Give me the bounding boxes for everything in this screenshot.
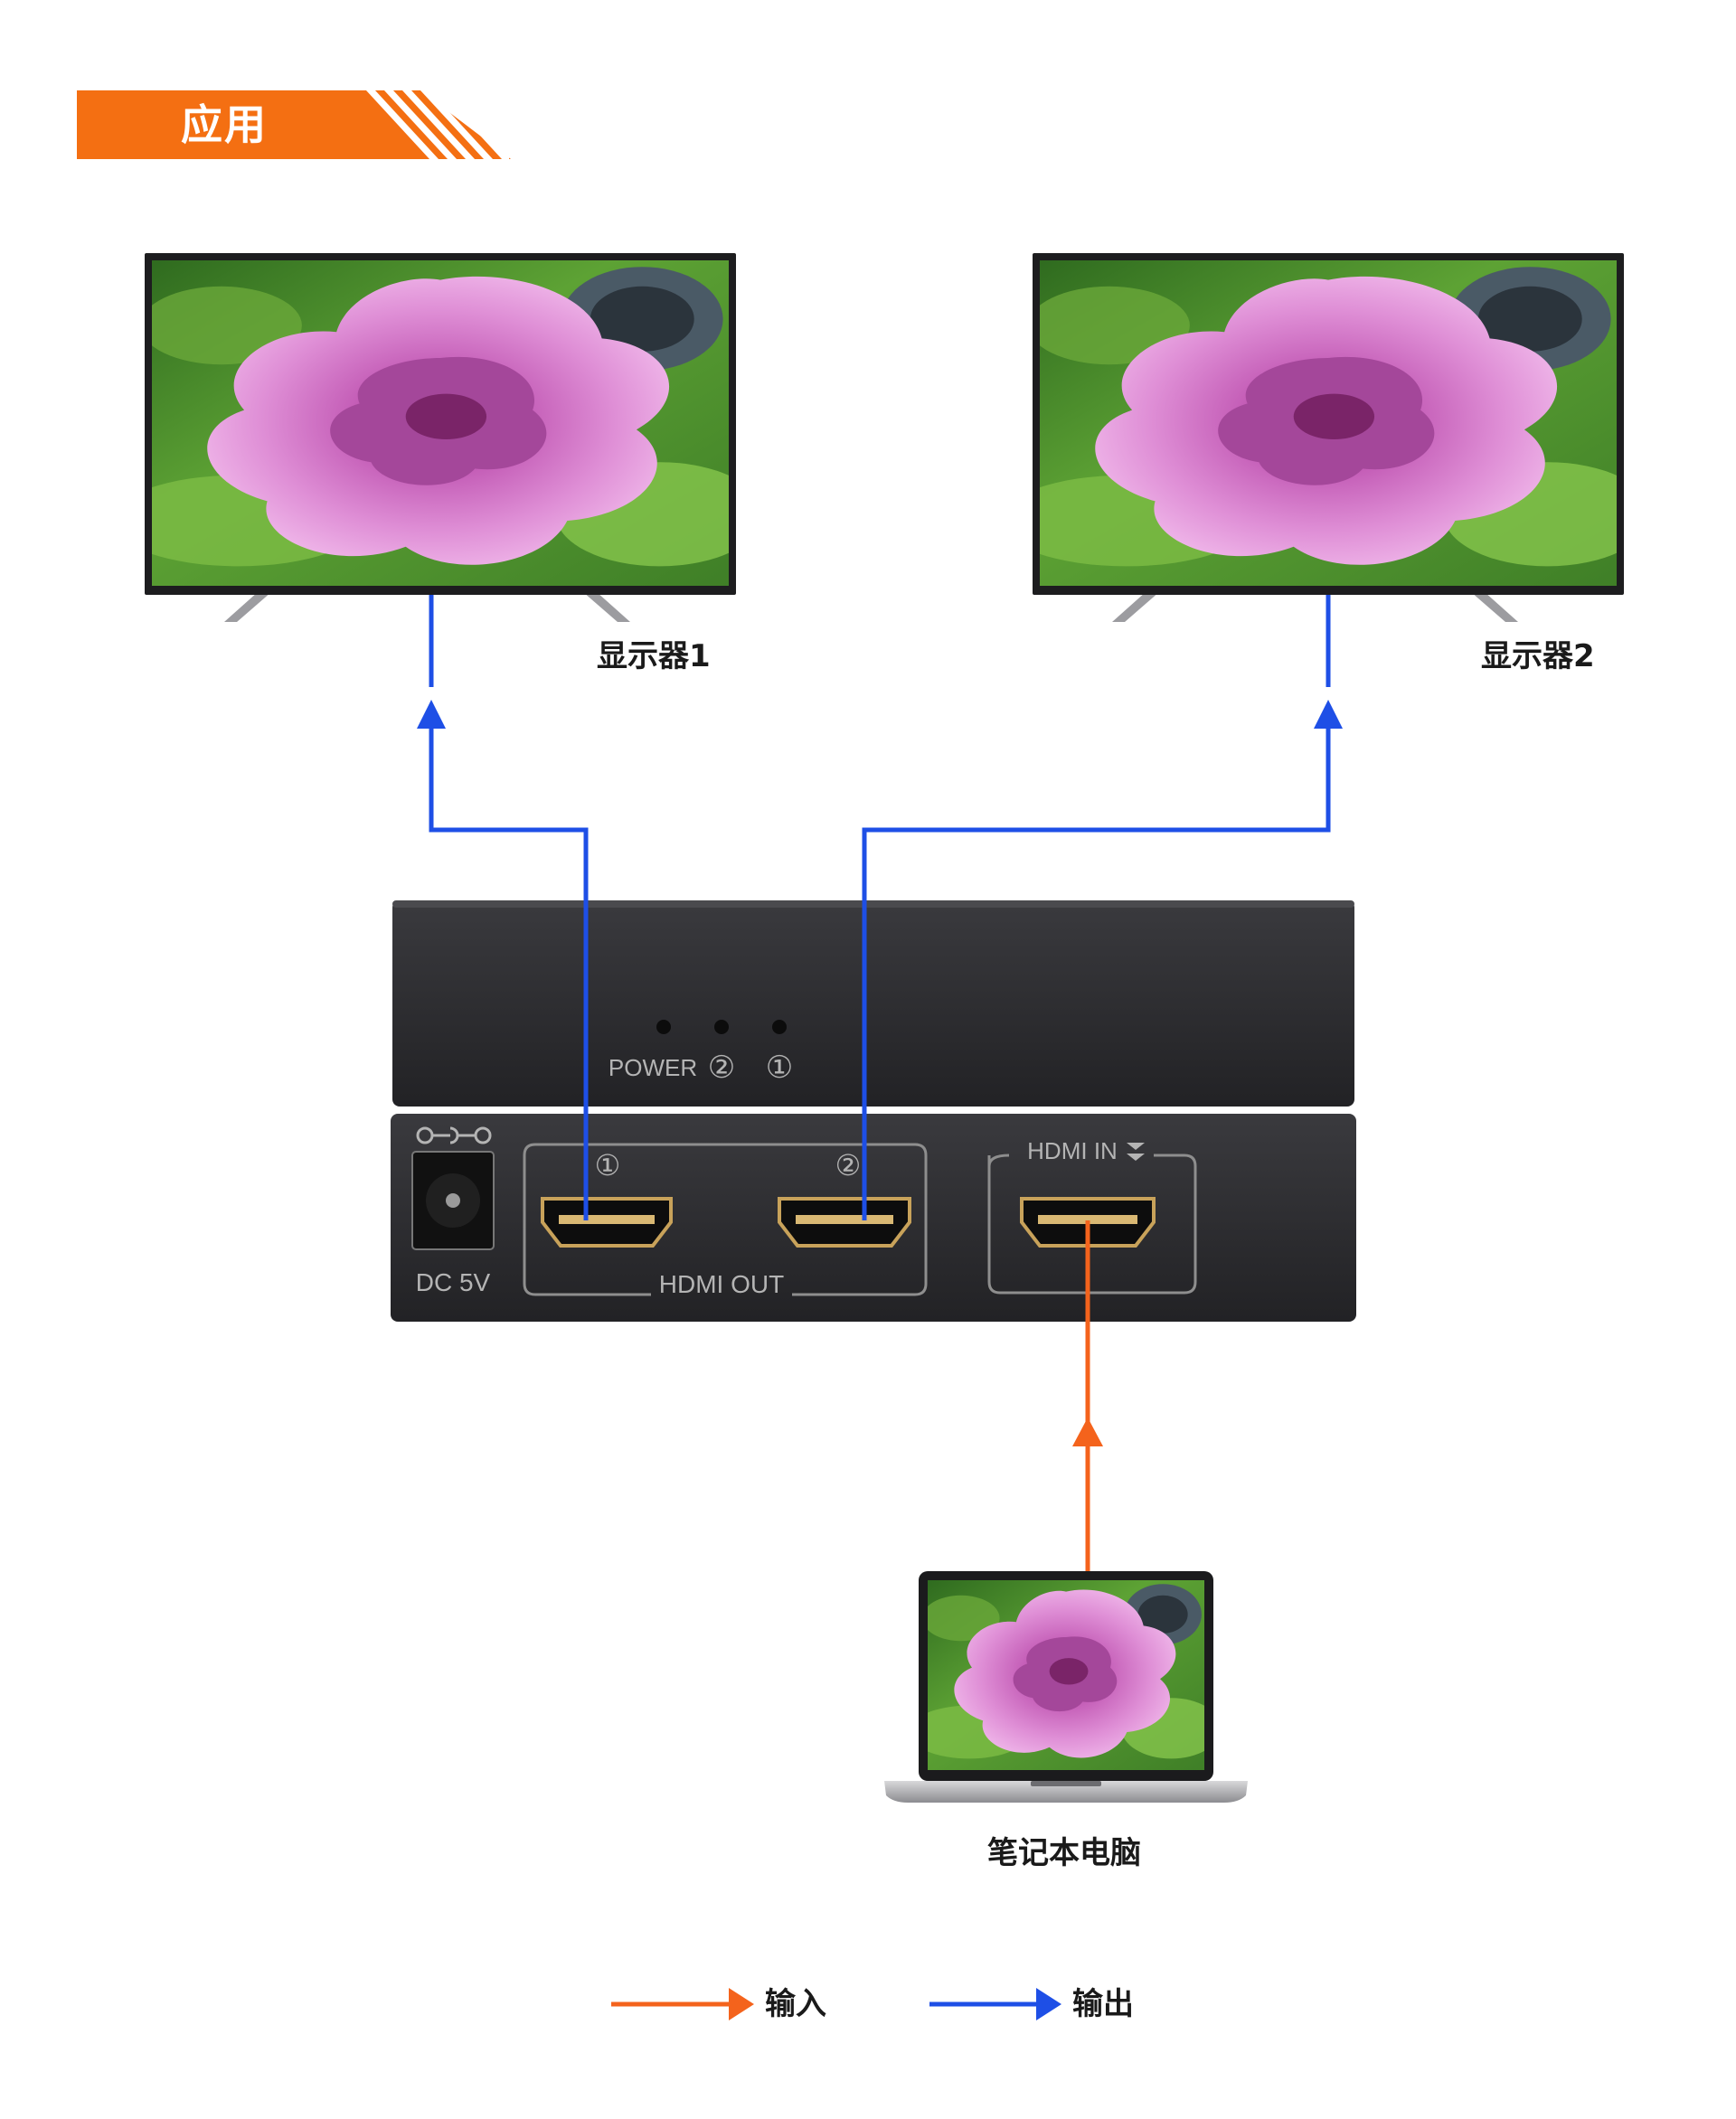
- output-line-2: [862, 595, 1331, 1220]
- dc-symbol: [416, 1126, 492, 1144]
- out2-led: [714, 1020, 729, 1034]
- monitor-2: [1033, 253, 1624, 622]
- legend: [611, 1988, 1061, 2020]
- splitter-front: DC 5V HDMI OUT ① ② HDMI IN: [391, 1114, 1356, 1322]
- header-badge: [77, 90, 511, 159]
- output-arrow-1-icon: [417, 700, 446, 729]
- monitor-1: [145, 253, 736, 622]
- hdmi-in-label: HDMI IN: [1027, 1137, 1118, 1164]
- monitor-2-label: 显示器2: [1481, 638, 1595, 674]
- legend-input-arrow-icon: [729, 1988, 754, 2020]
- monitor-1-label: 显示器1: [597, 638, 711, 674]
- out-port-1-label: ①: [595, 1149, 621, 1182]
- legend-input-label: 输入: [765, 1986, 826, 2022]
- dc-label: DC 5V: [416, 1268, 491, 1296]
- led-2-label: ②: [708, 1050, 735, 1085]
- page-title: 应用: [181, 100, 268, 149]
- out1-led: [772, 1020, 787, 1034]
- laptop-label: 笔记本电脑: [987, 1835, 1141, 1871]
- output-line-1: [429, 595, 589, 1220]
- hdmi-out-port-1: [541, 1197, 673, 1248]
- laptop-screen: [928, 1580, 1204, 1770]
- hdmi-out-port-2: [778, 1197, 911, 1248]
- hdmi-out-label: HDMI OUT: [659, 1270, 784, 1298]
- power-label: POWER: [609, 1054, 697, 1081]
- output-arrow-2-icon: [1314, 700, 1343, 729]
- led-1-label: ①: [766, 1050, 793, 1085]
- laptop: [884, 1571, 1248, 1803]
- monitor-2-screen: [1040, 260, 1617, 586]
- hdmi-in-arrow-icon: [1127, 1143, 1145, 1161]
- out-port-2-label: ②: [835, 1149, 862, 1182]
- input-arrow-icon: [1072, 1417, 1103, 1446]
- power-led: [656, 1020, 671, 1034]
- legend-output-label: 输出: [1072, 1986, 1134, 2022]
- legend-output-arrow-icon: [1036, 1988, 1061, 2020]
- splitter-top: POWER ② ①: [392, 900, 1354, 1107]
- monitor-1-screen: [152, 260, 729, 586]
